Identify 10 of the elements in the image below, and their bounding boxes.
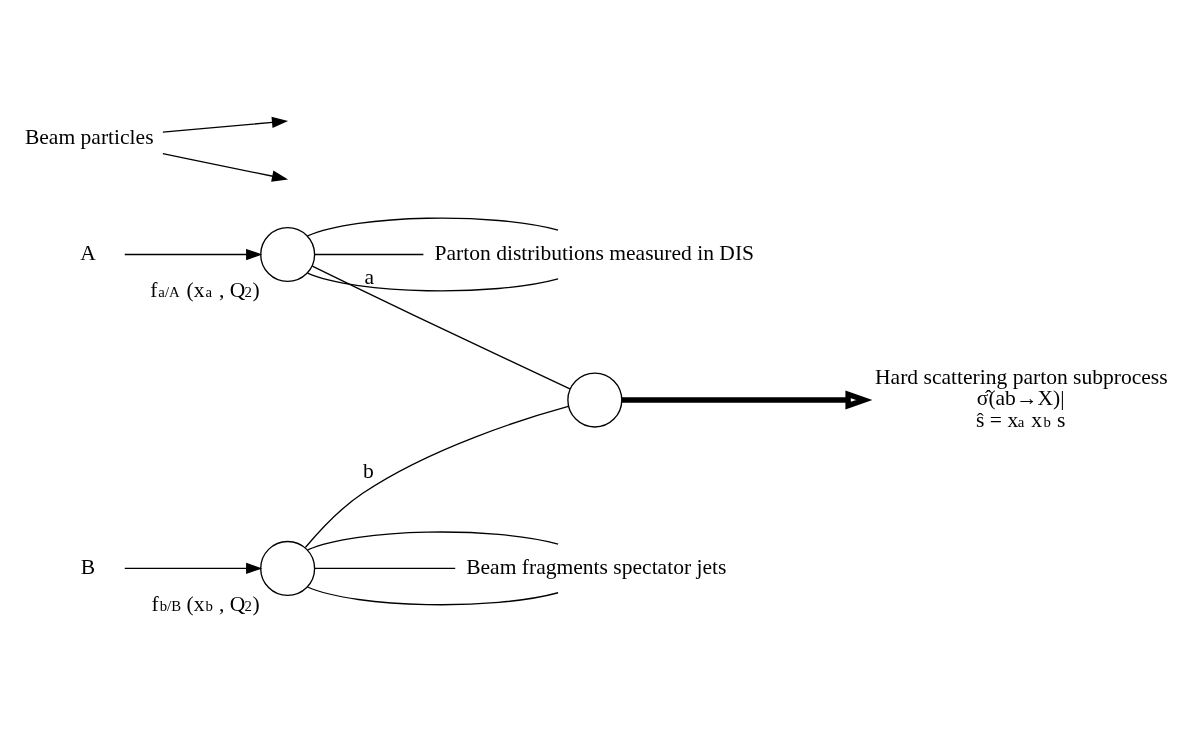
node-text: A <box>80 240 96 265</box>
node-text: Beam fragments spectator jets <box>466 554 727 579</box>
node-text: B <box>80 554 96 579</box>
edge-label: b <box>363 458 374 483</box>
edge-label: a <box>364 264 375 289</box>
node-label: fa/A (xa , Q2) <box>150 278 260 303</box>
node-text: Hard scattering parton subprocess σ̂(ab→X)| ŝ = xa xb s <box>875 364 1168 432</box>
node-text: Parton distributions measured in DIS <box>434 240 755 265</box>
node-text: Beam particles <box>24 124 154 149</box>
node-label: fb/B (xb , Q2) <box>151 592 260 617</box>
